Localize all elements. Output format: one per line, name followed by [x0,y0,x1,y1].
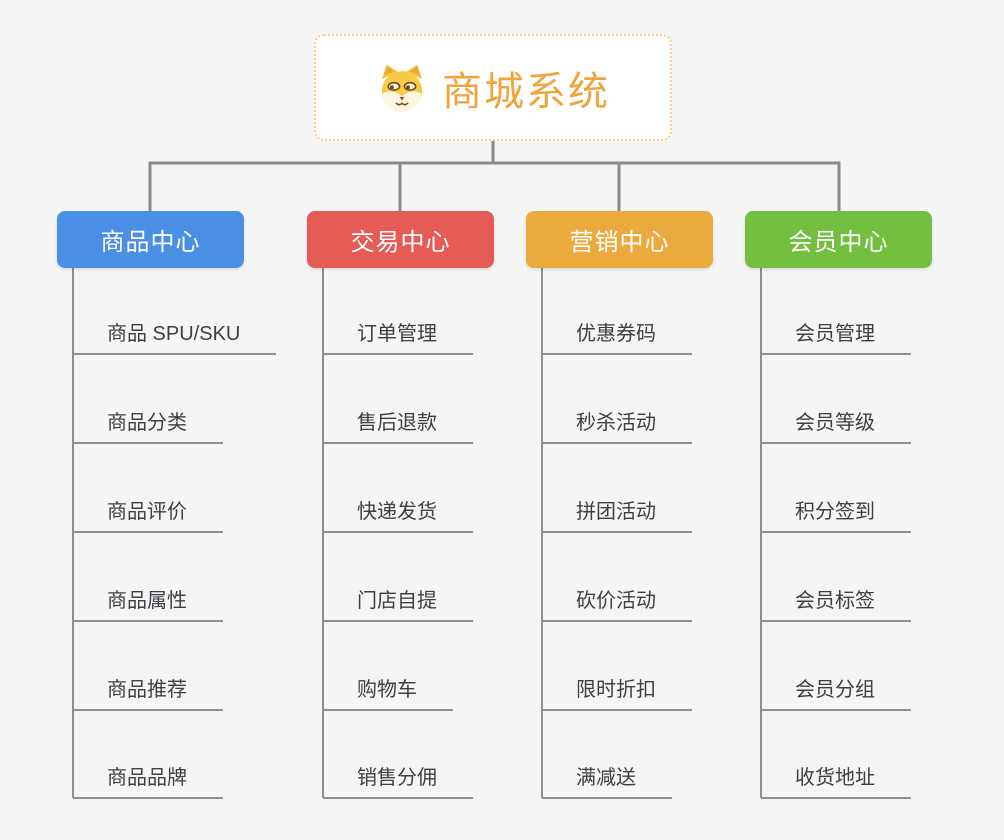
topic-item[interactable]: 商品 SPU/SKU [73,321,277,355]
tree-connector [148,141,841,211]
branch-label: 营销中心 [569,229,670,256]
topic-item[interactable]: 订单管理 [323,321,473,355]
topic-item[interactable]: 商品评价 [73,499,223,533]
branch-box-trade[interactable]: 交易中心 [307,211,494,268]
branch-label: 会员中心 [788,229,889,256]
topic-item[interactable]: 商品分类 [73,410,223,444]
branch-box-members[interactable]: 会员中心 [745,211,932,268]
root-node[interactable]: 商城系统 [314,34,672,141]
topic-item[interactable]: 拼团活动 [542,499,692,533]
root-title: 商城系统 [442,69,610,114]
topic-item[interactable]: 满减送 [542,765,672,799]
topic-item[interactable]: 快递发货 [323,499,473,533]
topic-item[interactable]: 销售分佣 [323,765,473,799]
branch-box-marketing[interactable]: 营销中心 [526,211,713,268]
topic-item[interactable]: 砍价活动 [542,588,692,622]
topic-item[interactable]: 会员标签 [761,588,911,622]
topic-item[interactable]: 限时折扣 [542,677,692,711]
topic-item[interactable]: 收货地址 [761,765,911,799]
topic-item[interactable]: 商品属性 [73,588,223,622]
topic-item[interactable]: 门店自提 [323,588,473,622]
topic-item[interactable]: 购物车 [323,677,453,711]
topic-item[interactable]: 商品品牌 [73,765,223,799]
branch-label: 交易中心 [350,229,451,256]
dog-icon [381,64,423,111]
topic-item[interactable]: 商品推荐 [73,677,223,711]
branch-label: 商品中心 [100,229,201,256]
topic-item[interactable]: 积分签到 [761,499,911,533]
topic-item[interactable]: 会员管理 [761,321,911,355]
topic-item[interactable]: 优惠券码 [542,321,692,355]
branch-box-products[interactable]: 商品中心 [57,211,244,268]
topic-item[interactable]: 售后退款 [323,410,473,444]
topic-item[interactable]: 会员分组 [761,677,911,711]
topic-item[interactable]: 会员等级 [761,410,911,444]
topic-item[interactable]: 秒杀活动 [542,410,692,444]
